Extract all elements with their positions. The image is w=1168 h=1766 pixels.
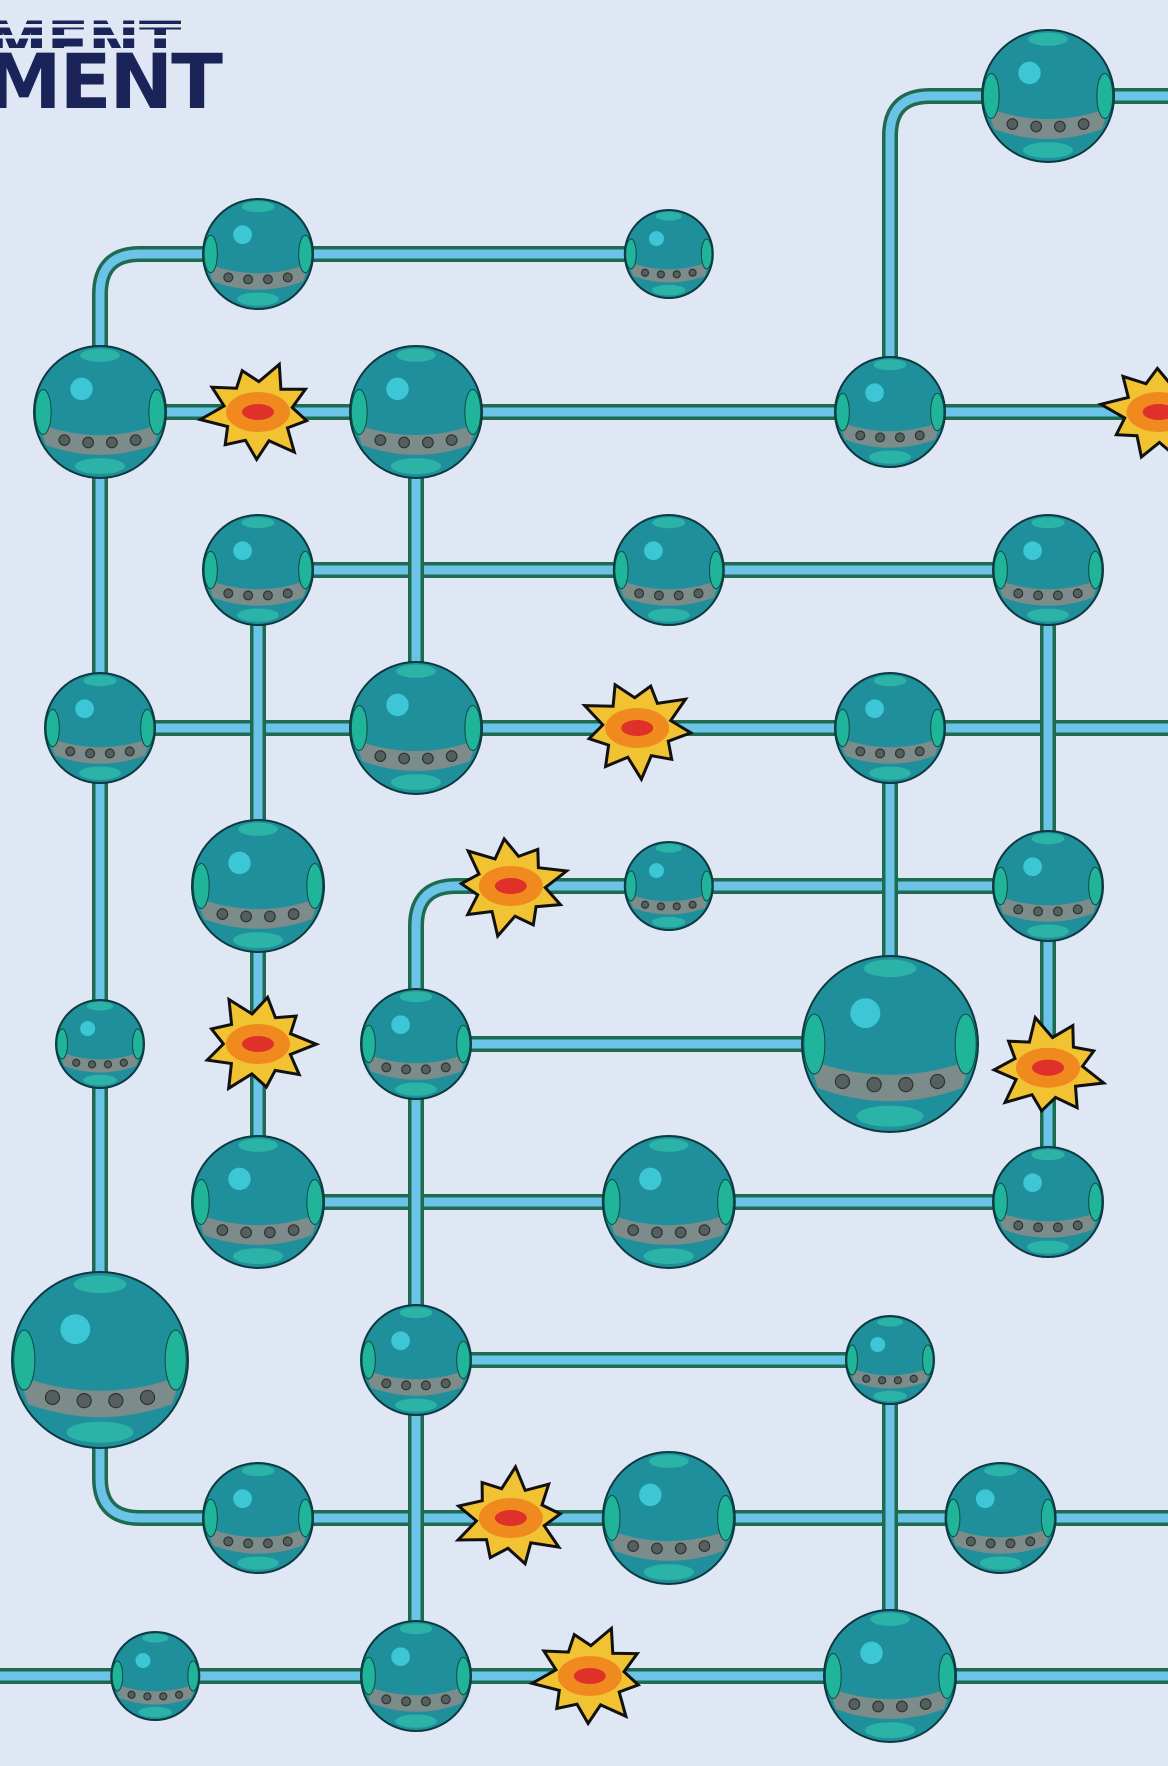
teal-sphere-node-icon[interactable] bbox=[12, 1272, 188, 1448]
teal-sphere-node-icon[interactable] bbox=[361, 1621, 471, 1731]
explosion-spark-icon[interactable] bbox=[994, 1018, 1104, 1111]
title-line-2: MENT bbox=[0, 44, 221, 120]
teal-sphere-node-icon[interactable] bbox=[350, 662, 482, 794]
teal-sphere-node-icon[interactable] bbox=[993, 831, 1103, 941]
teal-sphere-node-icon[interactable] bbox=[192, 820, 324, 952]
teal-sphere-node-icon[interactable] bbox=[203, 1463, 313, 1573]
teal-sphere-node-icon[interactable] bbox=[625, 210, 713, 298]
teal-sphere-node-icon[interactable] bbox=[45, 673, 155, 783]
teal-sphere-node-icon[interactable] bbox=[993, 515, 1103, 625]
explosion-spark-icon[interactable] bbox=[207, 997, 316, 1088]
teal-sphere-node-icon[interactable] bbox=[111, 1632, 199, 1720]
teal-sphere-node-icon[interactable] bbox=[946, 1463, 1056, 1573]
explosion-spark-icon[interactable] bbox=[200, 364, 306, 459]
teal-sphere-node-icon[interactable] bbox=[603, 1452, 735, 1584]
teal-sphere-node-icon[interactable] bbox=[993, 1147, 1103, 1257]
teal-sphere-node-icon[interactable] bbox=[603, 1136, 735, 1268]
teal-sphere-node-icon[interactable] bbox=[614, 515, 724, 625]
teal-sphere-node-icon[interactable] bbox=[835, 673, 945, 783]
explosion-spark-icon[interactable] bbox=[585, 685, 691, 780]
explosion-spark-icon[interactable] bbox=[458, 1467, 560, 1564]
teal-sphere-node-icon[interactable] bbox=[203, 515, 313, 625]
teal-sphere-node-icon[interactable] bbox=[203, 199, 313, 309]
game-title: MENT MENT bbox=[0, 14, 221, 120]
teal-sphere-node-icon[interactable] bbox=[846, 1316, 934, 1404]
teal-sphere-node-icon[interactable] bbox=[835, 357, 945, 467]
explosion-spark-icon[interactable] bbox=[532, 1628, 638, 1723]
teal-sphere-node-icon[interactable] bbox=[361, 989, 471, 1099]
teal-sphere-node-icon[interactable] bbox=[982, 30, 1114, 162]
teal-sphere-node-icon[interactable] bbox=[34, 346, 166, 478]
teal-sphere-node-icon[interactable] bbox=[361, 1305, 471, 1415]
teal-sphere-node-icon[interactable] bbox=[350, 346, 482, 478]
teal-sphere-node-icon[interactable] bbox=[192, 1136, 324, 1268]
teal-sphere-node-icon[interactable] bbox=[56, 1000, 144, 1088]
teal-sphere-node-icon[interactable] bbox=[625, 842, 713, 930]
teal-sphere-node-icon[interactable] bbox=[802, 956, 978, 1132]
teal-sphere-node-icon[interactable] bbox=[824, 1610, 956, 1742]
